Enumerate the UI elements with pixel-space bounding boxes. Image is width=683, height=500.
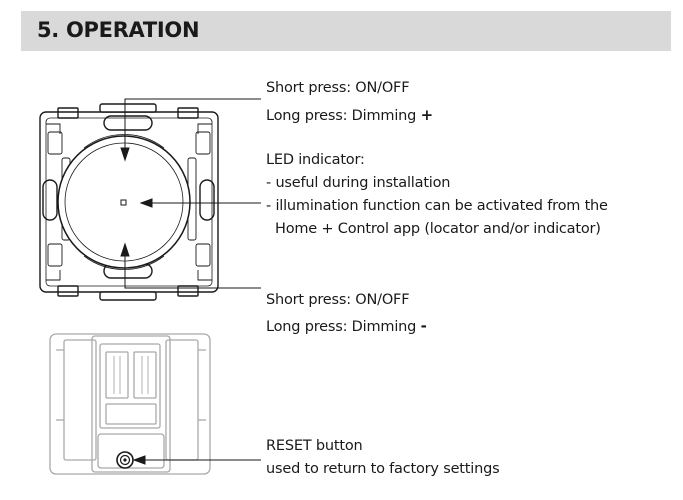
section-header: 5. OPERATION — [21, 11, 671, 51]
top-short-press-text: Short press: ON/OFF — [266, 80, 410, 96]
bottom-short-press-text: Short press: ON/OFF — [266, 292, 410, 308]
led-line-3: Home + Control app (locator and/or indic… — [275, 221, 601, 237]
callout-lines-top — [120, 98, 261, 289]
led-line-1: - useful during installation — [266, 175, 451, 191]
reset-title: RESET button — [266, 438, 363, 454]
top-long-press-text: Long press: Dimming + — [266, 104, 433, 127]
reset-description: used to return to factory settings — [266, 461, 500, 477]
minus-symbol: - — [420, 317, 427, 335]
bottom-long-press-text: Long press: Dimming - — [266, 315, 427, 338]
led-indicator-title: LED indicator: — [266, 152, 365, 168]
section-title: 5. OPERATION — [37, 18, 200, 42]
reset-button[interactable] — [116, 451, 134, 469]
led-line-2: - illumination function can be activated… — [266, 198, 608, 214]
plus-symbol: + — [420, 106, 434, 124]
switch-mechanism-front — [39, 103, 219, 301]
callout-line-reset — [132, 455, 261, 465]
module-back-view — [49, 333, 211, 475]
top-long-press-label: Long press: Dimming — [266, 108, 417, 124]
bottom-long-press-label: Long press: Dimming — [266, 319, 417, 335]
